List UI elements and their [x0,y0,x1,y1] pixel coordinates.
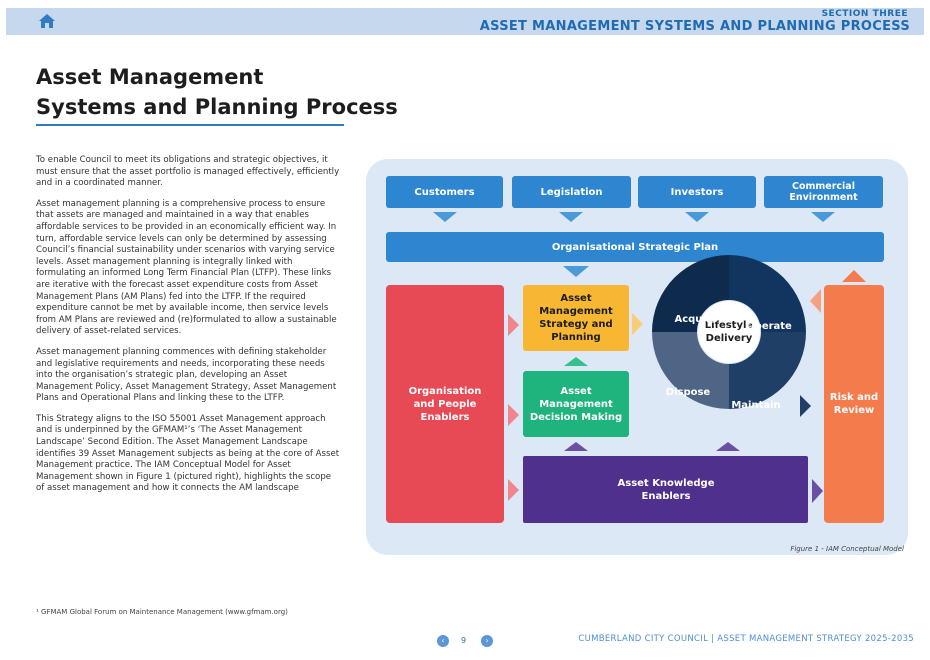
arrow-down [563,266,589,277]
segment-dispose [652,332,729,409]
section-label: SECTION THREE [821,9,908,19]
arrow-right [632,313,643,335]
box-am-decision [523,371,629,437]
box-investors [638,176,756,208]
arrow-up [564,357,588,366]
box-strategic-plan [386,232,884,262]
paragraph: Asset management planning commences with… [36,346,337,404]
arrow-right [508,314,519,336]
box-legislation [512,176,631,208]
page-number: 9 [461,636,467,645]
paragraph: To enable Council to meet its obligation… [36,155,340,189]
footer-brand: CUMBERLAND CITY COUNCIL | ASSET MANAGEME… [578,634,914,644]
label-risk-review: Risk and Review [829,392,879,416]
label-investors: Investors [670,186,724,198]
box-org-people [386,285,504,523]
box-am-strategy [523,285,629,351]
arrow-down [811,212,835,222]
footnote: ¹ GFMAM Global Forum on Maintenance Mana… [36,608,288,616]
page-title-line1: Asset Management [36,65,264,89]
label-lifecycle-center: Lifestyle Delivery [704,320,754,344]
title-underline [36,124,344,126]
label-knowledge: Asset Knowledge Enablers [617,477,715,502]
page-title-line2: Systems and Planning Process [36,95,398,119]
arrow-right [812,479,823,503]
body-text: To enable Council to meet its obligation… [36,155,340,504]
label-commercial-environment: Commercial Environment [789,181,858,203]
paragraph: Asset management planning is a comprehen… [36,198,337,337]
label-dispose: Dispose [665,386,711,398]
arrow-right [508,404,519,426]
figure-caption: Figure 1 - IAM Conceptual Model [790,545,904,553]
iam-conceptual-model-figure: Customers Legislation Investors Commerci… [366,159,908,555]
label-operate: Operate [746,320,792,332]
label-maintain: Maintain [731,399,781,411]
box-commercial [764,176,883,208]
box-risk-review [824,285,884,523]
arrow-down [685,212,709,222]
arrow-left [810,289,821,313]
label-am-strategy: Asset Management Strategy and Planning [539,293,613,343]
label-customers: Customers [414,186,475,198]
arrow-up [842,270,866,282]
header-bar [6,8,924,35]
home-icon[interactable] [38,13,56,29]
box-customers [386,176,503,208]
section-title: ASSET MANAGEMENT SYSTEMS AND PLANNING PR… [479,19,910,34]
page-title: Asset Management Systems and Planning Pr… [36,62,398,122]
arrow-up [716,442,740,451]
label-org-people: Organisation and People Enablers [408,385,482,423]
label-acquire: Acquire [674,313,718,325]
arrow-down [559,212,583,222]
paragraph: This Strategy aligns to the ISO 55001 As… [36,413,340,494]
lifecycle-center [698,301,760,363]
segment-operate [729,255,806,332]
segment-acquire [652,255,729,332]
arrow-right [800,395,811,417]
label-am-decision: Asset Management Decision Making [529,385,623,423]
arrow-up [564,442,588,451]
label-legislation: Legislation [540,186,603,198]
box-knowledge [523,456,808,523]
arrow-right [508,479,519,501]
chevron-right-icon[interactable]: › [481,635,493,647]
figure-graphics [386,176,884,523]
label-strategic-plan: Organisational Strategic Plan [551,241,719,253]
segment-maintain [729,332,806,409]
chevron-left-icon[interactable]: ‹ [437,635,449,647]
arrow-down [433,212,457,222]
